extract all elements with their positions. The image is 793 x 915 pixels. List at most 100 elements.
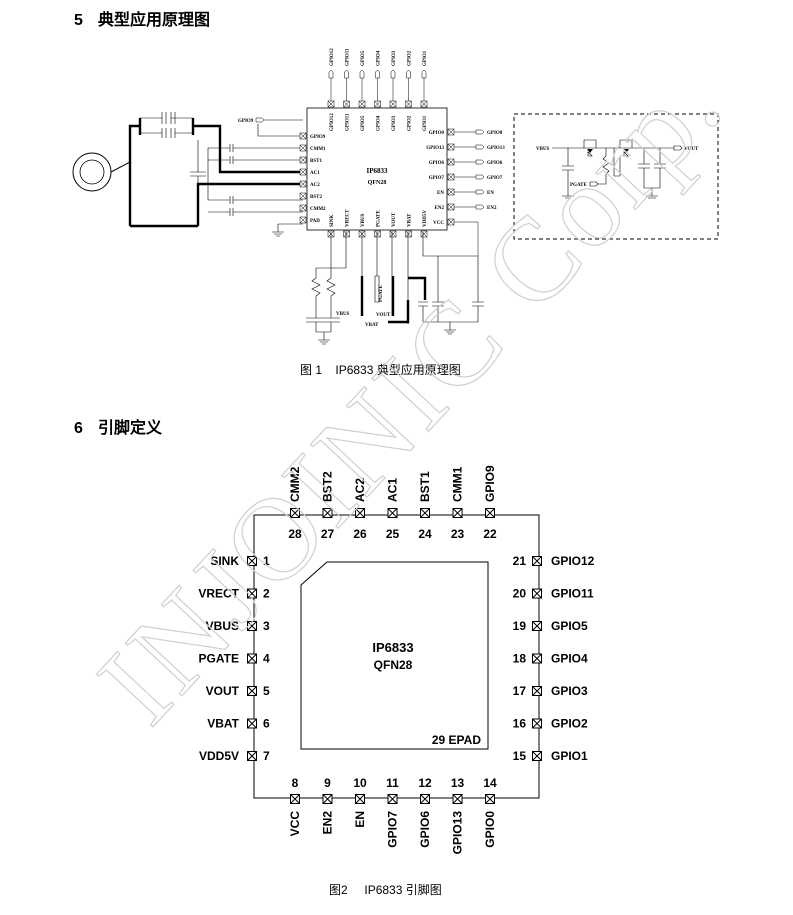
pin-number-24: 24 [418, 527, 432, 541]
epad-outline [300, 561, 489, 750]
bottom-network [306, 232, 484, 345]
schematic-pin-marker [447, 173, 455, 181]
schematic-pin-marker [299, 192, 307, 200]
figure-2-title: IP6833 引脚图 [364, 883, 442, 897]
pin-name-10: EN [353, 811, 367, 828]
coil-symbol [72, 152, 131, 192]
schematic-left-pin-label: AC1 [310, 171, 320, 176]
schematic-top-port-label: GPIO2 [408, 50, 413, 66]
pin-marker-26 [355, 508, 365, 518]
pin-marker-8 [290, 794, 300, 804]
section-number: 6 [74, 420, 83, 437]
pin-name-6: VBAT [207, 717, 239, 731]
schematic-top-pin-label: GPIO5 [361, 115, 366, 131]
pin-number-22: 22 [483, 527, 497, 541]
pin-name-12: GPIO6 [418, 811, 432, 848]
schematic-pin-marker [447, 143, 455, 151]
vbat-label: VBAT [365, 323, 379, 328]
pin-marker-24 [420, 508, 430, 518]
schematic-pin-marker [420, 230, 428, 238]
schematic-pin-marker [389, 230, 397, 238]
pin-name-25: AC1 [386, 478, 400, 502]
pin-marker-23 [452, 508, 463, 518]
schematic-pin-marker [447, 188, 455, 196]
pin-name-15: GPIO1 [551, 749, 588, 763]
pinout-chip-name: IP6833 [372, 640, 413, 655]
pin-marker-5 [247, 686, 257, 696]
pin-name-17: GPIO3 [551, 684, 588, 698]
schematic-top-port-label: GPIO4 [377, 50, 382, 66]
schematic-right-pin-label: GPIO7 [429, 176, 445, 181]
schematic-right-pin-label: EN2 [435, 206, 445, 211]
pin-number-3: 3 [263, 619, 270, 633]
schematic-pin-marker [447, 218, 455, 226]
schematic-pin-marker [343, 230, 350, 238]
pin-number-21: 21 [513, 554, 527, 568]
schematic-left-pin-label: GPIO9 [310, 135, 326, 140]
schematic-top-pin-label: GPIO4 [377, 115, 382, 131]
schematic-pin-marker [327, 100, 335, 108]
pin-name-1: SINK [210, 554, 239, 568]
schematic-top-port-label: GPIO11 [346, 48, 351, 66]
schematic-chip-body [306, 107, 448, 231]
pin-number-14: 14 [483, 776, 497, 790]
pin-name-7: VDD5V [199, 749, 239, 763]
section-5-heading: 5 典型应用原理图 [74, 6, 210, 30]
pin-number-15: 15 [513, 749, 527, 763]
pin-marker-11 [387, 794, 398, 804]
schematic-top-pin-label: GPIO12 [330, 113, 335, 131]
port-label: GPIO9 [238, 119, 254, 124]
pinout-chip-body [253, 514, 540, 799]
schematic-pin-marker [420, 100, 428, 108]
pin-number-26: 26 [353, 527, 367, 541]
pin-marker-1 [247, 556, 257, 566]
schematic-top-pin-label: GPIO2 [408, 115, 413, 131]
pin-number-27: 27 [321, 527, 335, 541]
pin-name-4: PGATE [199, 652, 239, 666]
schematic-right-pin-label: EN [437, 191, 444, 196]
schematic-left-pin-label: CMM1 [310, 147, 326, 152]
pin-name-14: GPIO0 [483, 811, 497, 848]
pin-marker-20 [532, 588, 542, 599]
schematic-left-pin-label: BST1 [310, 159, 322, 164]
pin-number-2: 2 [263, 587, 270, 601]
schematic-pin-marker [447, 128, 455, 136]
pin-name-24: BST1 [418, 471, 432, 502]
inset-labels: VBUS VOUT PGATE [536, 147, 699, 188]
section-number: 5 [74, 12, 83, 29]
section-title: 典型应用原理图 [98, 12, 211, 29]
pin-marker-12 [420, 794, 430, 804]
schematic-pin-marker [447, 158, 455, 166]
schematic-pin-marker [299, 132, 307, 140]
schematic-pin-marker [405, 230, 412, 238]
pin-number-10: 10 [353, 776, 367, 790]
pin-name-19: GPIO5 [551, 619, 588, 633]
pin-name-23: CMM1 [451, 466, 465, 502]
schematic-top-pin-label: GPIO3 [392, 115, 397, 131]
pin-marker-15 [532, 751, 542, 761]
pin-number-25: 25 [386, 527, 400, 541]
schematic-left-pin-label: AC2 [310, 183, 320, 188]
pin-number-17: 17 [513, 684, 527, 698]
schematic-right-port-label: EN2 [487, 206, 497, 211]
schematic-bottom-pin-label: VBUS [361, 213, 366, 227]
inset-circuit [552, 139, 683, 199]
pgate-label: PGATE [379, 284, 384, 302]
schematic-pin-marker [299, 168, 307, 176]
schematic-right-port-label: GPIO6 [487, 161, 503, 166]
schematic-chip-name: IP6833 [367, 167, 389, 175]
schematic-top-port-label: GPIO12 [330, 48, 335, 66]
pin-name-22: GPIO9 [483, 465, 497, 502]
pin-name-20: GPIO11 [551, 587, 594, 601]
pin-number-20: 20 [513, 587, 527, 601]
schematic-pin-marker [299, 156, 307, 164]
pin-marker-7 [247, 751, 257, 761]
power-traces [360, 276, 427, 324]
schematic-top-port-label: GPIO1 [423, 50, 428, 66]
schematic-bottom-pin-label: SINK [330, 215, 335, 227]
schematic-right-port-label: GPIO7 [487, 176, 503, 181]
schematic-bottom-pin-label: VOUT [392, 212, 397, 227]
